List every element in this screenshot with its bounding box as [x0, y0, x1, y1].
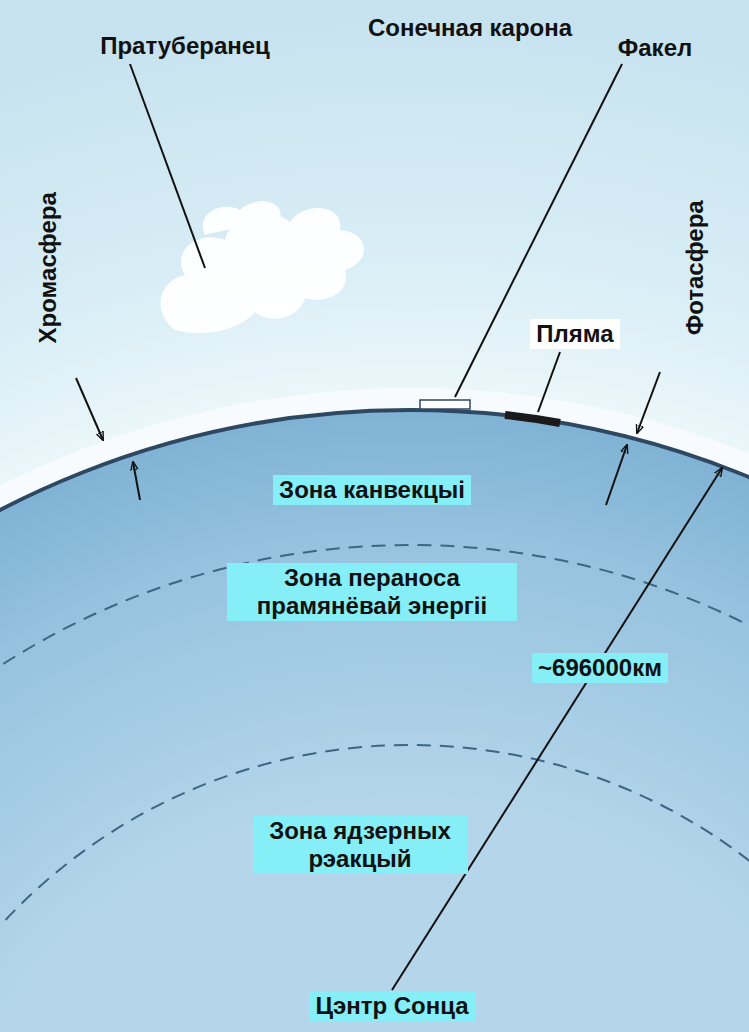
- pointer-arrow: [76, 378, 103, 440]
- chromosphere-band: [0, 388, 749, 1032]
- zone-label: Зона канвекцыі: [273, 475, 471, 505]
- facula-mark: [420, 400, 470, 409]
- sun-interior: [0, 410, 749, 1032]
- leader-line: [538, 352, 560, 412]
- zone-label: Зона ядзерных рэакцый: [253, 816, 468, 873]
- sunspot-label: Пляма: [530, 319, 619, 349]
- facula-label: Факел: [612, 33, 698, 63]
- dimension-label: ~696000км: [532, 653, 668, 683]
- chromosphere-label: Хромасфера: [33, 186, 63, 349]
- pointer-arrow: [133, 462, 140, 500]
- convection-boundary: [0, 545, 749, 1032]
- zone-label: Зона пераноса прамянёвай энергіі: [227, 563, 517, 620]
- photosphere-line: [0, 410, 749, 1032]
- prominence-label: Пратуберанец: [94, 31, 276, 61]
- corona-label: Сонечная карона: [362, 13, 578, 43]
- pointer-arrow: [637, 372, 660, 433]
- sunspot-mark: [505, 415, 560, 423]
- center-label: Цэнтр Сонца: [309, 991, 474, 1021]
- radius-line: [392, 468, 722, 990]
- prominence-shape: [161, 201, 364, 333]
- leader-line: [130, 64, 205, 268]
- pointer-arrow: [606, 445, 627, 505]
- leader-line: [455, 64, 622, 397]
- photosphere-label: Фотасфера: [680, 194, 710, 341]
- core-boundary: [0, 745, 749, 1032]
